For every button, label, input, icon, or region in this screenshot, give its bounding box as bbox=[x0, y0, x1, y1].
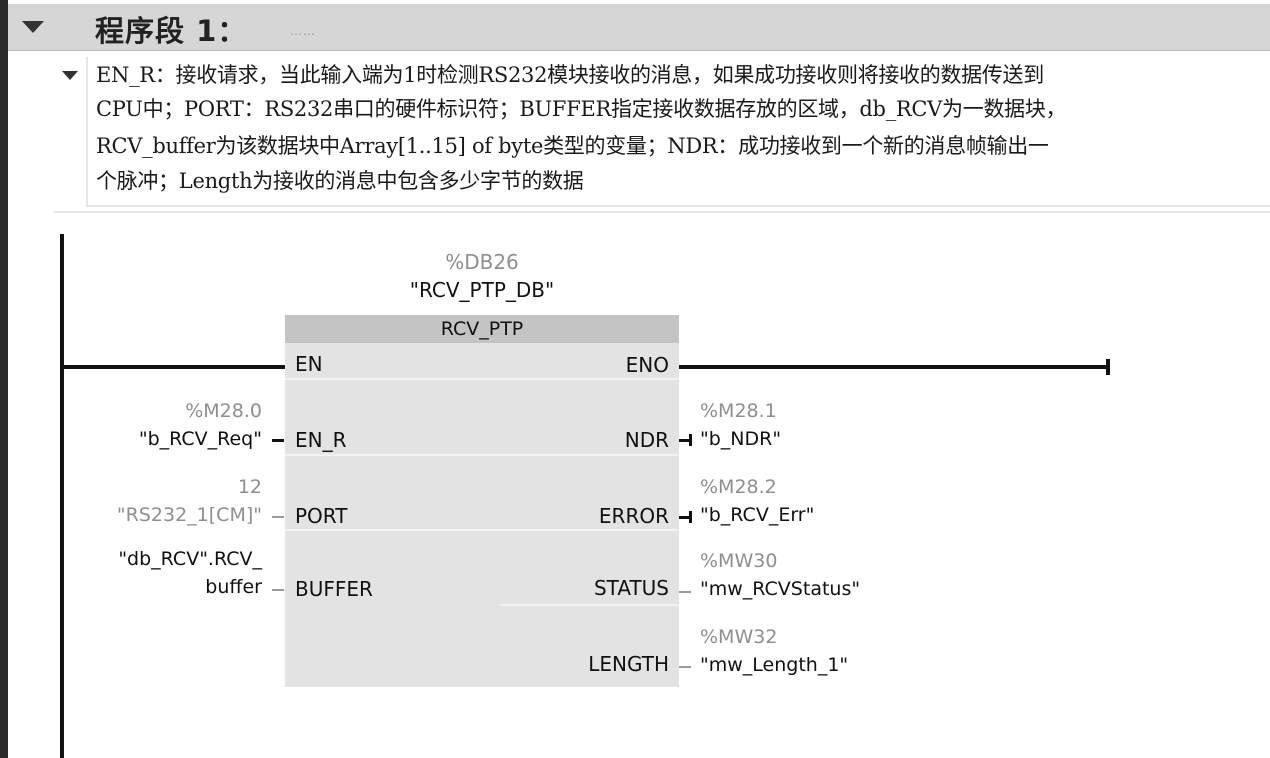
eno-wire[interactable] bbox=[679, 365, 1109, 369]
pin-en[interactable]: EN bbox=[295, 352, 323, 376]
status-operand-address: %MW30 bbox=[700, 550, 778, 572]
instance-db-address: %DB26 bbox=[445, 250, 519, 274]
block-type-title[interactable]: RCV_PTP bbox=[285, 315, 679, 343]
block-row-separator bbox=[500, 604, 679, 606]
port-connector bbox=[272, 516, 284, 518]
buffer-connector bbox=[272, 589, 284, 591]
instance-db-name[interactable]: "RCV_PTP_DB" bbox=[409, 278, 555, 302]
error-connector-tick bbox=[689, 511, 692, 523]
status-operand[interactable]: "mw_RCVStatus" bbox=[700, 578, 861, 600]
en-r-operand[interactable]: "b_RCV_Req" bbox=[138, 428, 262, 450]
port-operand-value: 12 bbox=[237, 476, 262, 498]
left-power-rail bbox=[60, 234, 64, 758]
pin-port[interactable]: PORT bbox=[295, 504, 348, 528]
network-comment[interactable]: EN_R：接收请求，当此输入端为1时检测RS232模块接收的消息，如果成功接收则… bbox=[86, 57, 1270, 207]
error-connector bbox=[679, 516, 691, 519]
pin-error[interactable]: ERROR bbox=[598, 504, 669, 528]
ndr-connector-tick bbox=[689, 434, 692, 446]
pin-status[interactable]: STATUS bbox=[593, 576, 669, 600]
comment-line: CPU中；PORT：RS232串口的硬件标识符；BUFFER指定接收数据存放的区… bbox=[96, 97, 1067, 121]
port-operand[interactable]: "RS232_1[CM]" bbox=[116, 504, 262, 526]
block-row-separator bbox=[285, 454, 679, 456]
block-row-separator bbox=[285, 378, 679, 380]
pin-length[interactable]: LENGTH bbox=[588, 652, 669, 676]
length-operand[interactable]: "mw_Length_1" bbox=[700, 654, 849, 676]
pin-ndr[interactable]: NDR bbox=[624, 428, 669, 452]
comment-line: RCV_buffer为该数据块中Array[1..15] of byte类型的变… bbox=[96, 134, 1049, 158]
en-r-operand-address: %M28.0 bbox=[185, 400, 262, 422]
comment-line: EN_R：接收请求，当此输入端为1时检测RS232模块接收的消息，如果成功接收则… bbox=[96, 63, 1044, 87]
error-operand-address: %M28.2 bbox=[700, 476, 777, 498]
status-connector bbox=[679, 591, 691, 593]
buffer-operand-line2[interactable]: buffer bbox=[205, 576, 262, 598]
network-header[interactable]: 程序段 1： …… bbox=[8, 4, 1270, 51]
editor-left-border bbox=[0, 0, 8, 758]
network-title-placeholder[interactable]: …… bbox=[290, 24, 316, 38]
block-row-separator bbox=[285, 529, 679, 531]
rcv-ptp-block[interactable] bbox=[285, 315, 679, 687]
ndr-operand[interactable]: "b_NDR" bbox=[700, 428, 782, 450]
en-r-connector bbox=[272, 439, 284, 442]
ndr-operand-address: %M28.1 bbox=[700, 400, 777, 422]
length-connector bbox=[679, 666, 691, 668]
ndr-connector bbox=[679, 439, 691, 442]
collapse-arrow-icon[interactable] bbox=[22, 21, 44, 33]
buffer-operand-line1[interactable]: "db_RCV".RCV_ bbox=[118, 548, 262, 570]
length-operand-address: %MW32 bbox=[700, 626, 778, 648]
pin-en-r[interactable]: EN_R bbox=[295, 428, 347, 452]
pin-buffer[interactable]: BUFFER bbox=[295, 577, 373, 601]
network-separator bbox=[54, 211, 1270, 213]
comment-collapse-arrow-icon[interactable] bbox=[62, 71, 78, 80]
en-wire[interactable] bbox=[60, 365, 286, 369]
pin-eno[interactable]: ENO bbox=[625, 353, 669, 377]
error-operand[interactable]: "b_RCV_Err" bbox=[700, 504, 815, 526]
coil-end-marker bbox=[1106, 359, 1110, 375]
comment-line: 个脉冲；Length为接收的消息中包含多少字节的数据 bbox=[96, 169, 584, 193]
network-title[interactable]: 程序段 1： bbox=[95, 14, 248, 48]
